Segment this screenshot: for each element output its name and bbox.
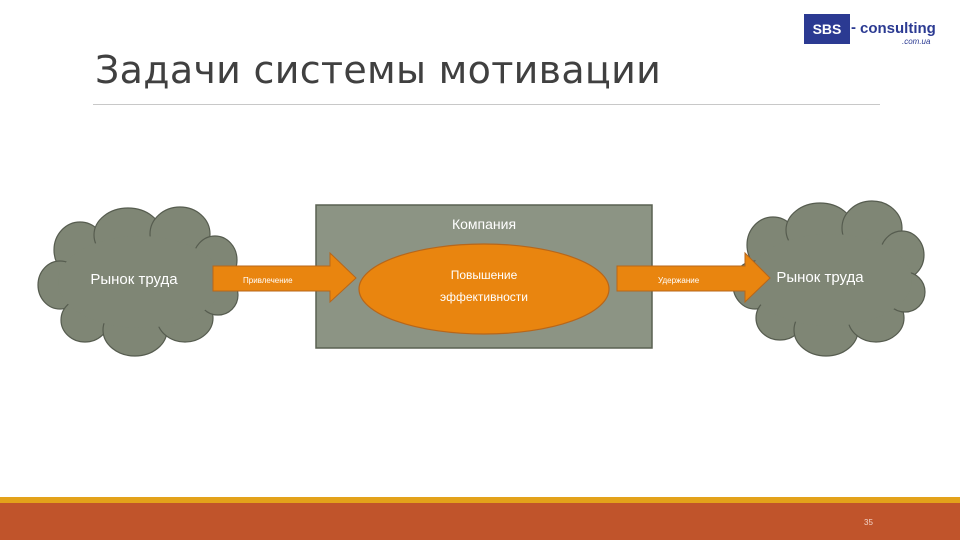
center-label-line1: Повышение [451, 268, 518, 282]
left-arrow [212, 251, 357, 304]
right-arrow [616, 251, 771, 304]
center-ellipse [358, 243, 610, 335]
logo-dash: - [851, 19, 856, 36]
center-label-line2: эффективности [440, 290, 528, 304]
logo-brand: SBS [804, 14, 850, 44]
footer-bar [0, 503, 960, 540]
logo-domain: .com.ua [902, 37, 931, 46]
title-divider [93, 104, 880, 105]
left-cloud [37, 206, 239, 357]
slide-title: Задачи системы мотивации [95, 48, 662, 92]
left-arrow-label: Привлечение [243, 276, 293, 285]
right-cloud [732, 200, 926, 357]
right-arrow-label: Удержание [658, 276, 700, 285]
logo-name: consulting [860, 20, 936, 37]
company-label: Компания [452, 216, 516, 232]
footer-stripe [0, 497, 960, 503]
page-number: 35 [864, 518, 873, 527]
right-cloud-label: Рынок труда [776, 269, 864, 286]
left-cloud-label: Рынок труда [90, 271, 178, 288]
company-logo: SBS - consulting .com.ua [804, 14, 944, 46]
